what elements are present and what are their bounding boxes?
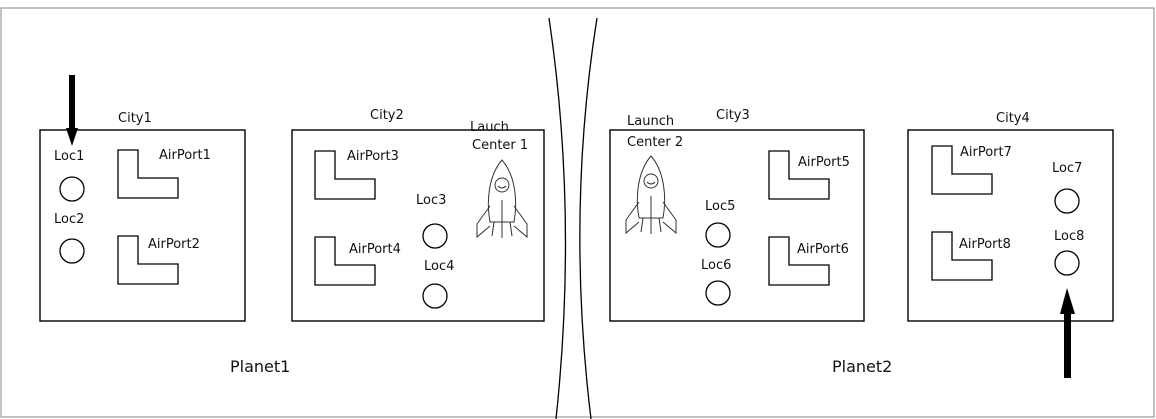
rocket-icon — [477, 160, 527, 238]
arrow-down-icon — [66, 75, 78, 146]
city3-label: City3 — [716, 108, 750, 123]
loc8: Loc8 — [1054, 229, 1084, 275]
launch-center-2-line2: Center 2 — [627, 135, 683, 150]
airport7: AirPort7 — [932, 145, 1012, 194]
airport1: AirPort1 — [118, 148, 211, 198]
loc6-circle — [706, 281, 730, 305]
city2-label: City2 — [370, 108, 404, 123]
launch-center-1: Lauch Center 1 — [470, 120, 528, 238]
launch-center-2-line1: Launch — [627, 114, 674, 129]
loc7: Loc7 — [1052, 161, 1082, 213]
loc6-label: Loc6 — [701, 258, 731, 273]
loc4-label: Loc4 — [424, 259, 454, 274]
loc7-label: Loc7 — [1052, 161, 1082, 176]
loc8-label: Loc8 — [1054, 229, 1084, 244]
rocket-icon — [626, 156, 676, 234]
airport5: AirPort5 — [769, 151, 850, 199]
airport2: AirPort2 — [118, 236, 200, 284]
loc6: Loc6 — [701, 258, 731, 305]
airport4: AirPort4 — [315, 237, 401, 285]
launch-center-2: Launch Center 2 — [626, 114, 683, 234]
airport5-label: AirPort5 — [798, 155, 850, 170]
airport3: AirPort3 — [315, 149, 399, 199]
launch-center-1-line1: Lauch — [470, 120, 509, 135]
airport8-label: AirPort8 — [959, 237, 1011, 252]
loc3-label: Loc3 — [416, 193, 446, 208]
arrow-up-icon — [1060, 288, 1075, 378]
loc5-circle — [706, 223, 730, 247]
diagram-frame — [1, 8, 1154, 417]
planet1-label: Planet1 — [230, 357, 290, 376]
loc1: Loc1 — [54, 149, 84, 201]
loc3-circle — [423, 224, 447, 248]
loc4-circle — [423, 284, 447, 308]
airport6-label: AirPort6 — [797, 242, 849, 257]
space-gap-left — [549, 18, 565, 419]
loc5: Loc5 — [705, 199, 735, 247]
loc3: Loc3 — [416, 193, 447, 248]
loc4: Loc4 — [423, 259, 454, 308]
loc1-label: Loc1 — [54, 149, 84, 164]
planet2-label: Planet2 — [832, 357, 892, 376]
airport6: AirPort6 — [769, 237, 849, 285]
loc7-circle — [1055, 189, 1079, 213]
loc2: Loc2 — [54, 212, 84, 263]
airport7-label: AirPort7 — [960, 145, 1012, 160]
loc8-circle — [1055, 251, 1079, 275]
airport8: AirPort8 — [932, 232, 1011, 280]
launch-center-1-line2: Center 1 — [472, 138, 528, 153]
loc1-circle — [60, 177, 84, 201]
airport1-label: AirPort1 — [159, 148, 211, 163]
city4-label: City4 — [996, 111, 1030, 126]
city1-label: City1 — [118, 111, 152, 126]
space-gap-right — [580, 18, 597, 419]
loc5-label: Loc5 — [705, 199, 735, 214]
loc2-label: Loc2 — [54, 212, 84, 227]
airport3-label: AirPort3 — [347, 149, 399, 164]
airport2-label: AirPort2 — [148, 237, 200, 252]
airport4-label: AirPort4 — [349, 242, 401, 257]
loc2-circle — [60, 239, 84, 263]
